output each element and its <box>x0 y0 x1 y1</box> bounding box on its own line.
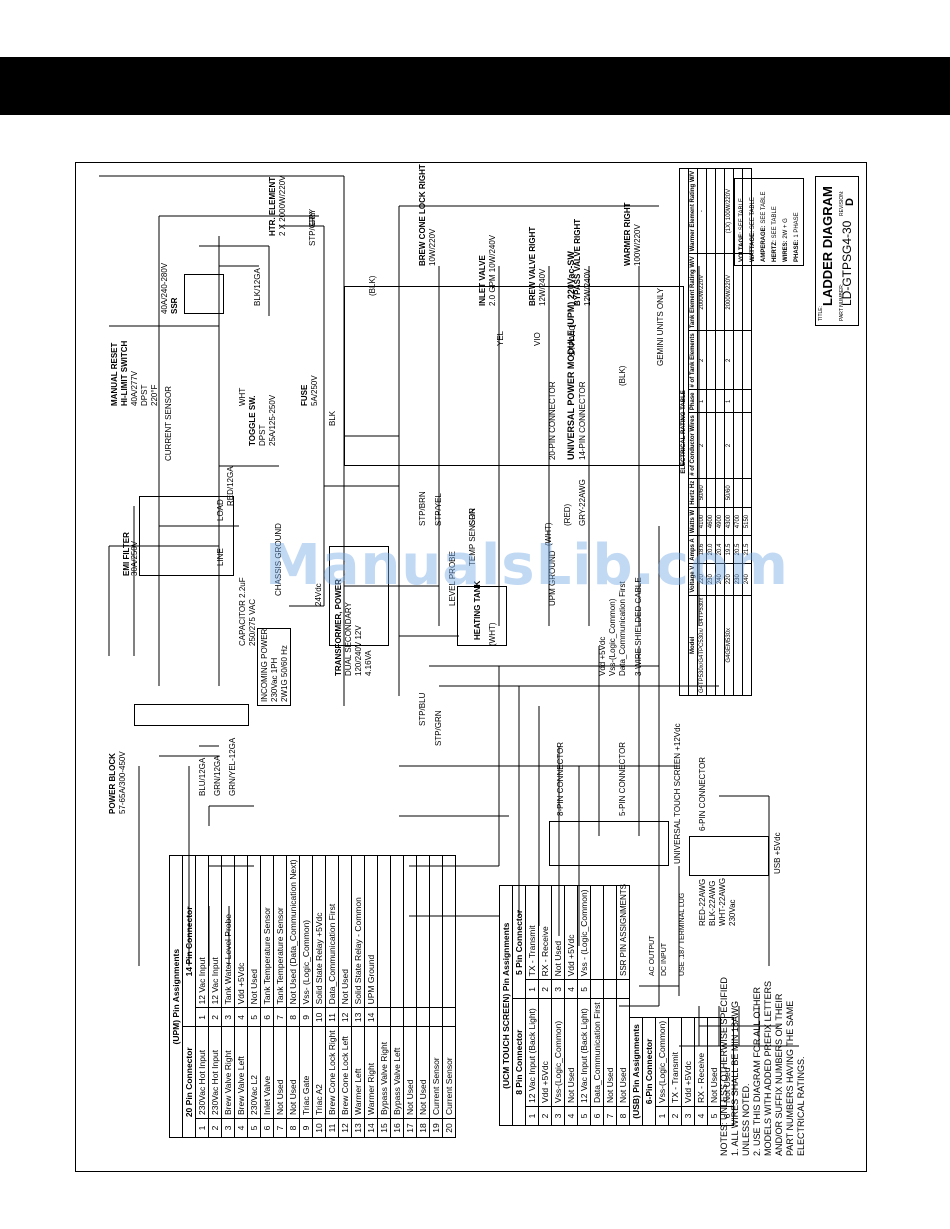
pin-function: Vdd +5Vdc <box>538 998 552 1107</box>
pin-function: 12 Vac Input (Back Light) <box>577 998 591 1107</box>
note-2e: ELECTRICAL RATINGS. <box>796 1056 806 1156</box>
pin-number: 3 <box>551 979 565 999</box>
usb-6pin-header: 6-Pin Connector <box>642 1017 656 1126</box>
pin-function: Vss - (Logic_Common) <box>577 885 591 980</box>
pin-function: Not Used <box>603 998 617 1107</box>
pin-number: 2 <box>668 1106 682 1126</box>
ucm-pin-title: (UCM TOUCH SCREEN) Pin Assignments <box>499 885 513 1126</box>
pin-number: 2 <box>538 979 552 999</box>
empty-cell <box>590 979 604 999</box>
pin-number: 5 <box>577 979 591 999</box>
note-2b: MODELS WITH ADDED PREFIX LETTERS <box>763 980 773 1156</box>
pin-number: 7 <box>603 1106 617 1126</box>
note-1a: 1. ALL WIRES SHALL BE MIN 18AWG <box>730 1000 740 1156</box>
terminal-lug-label: USE .187 TERMINAL LUG <box>679 892 686 976</box>
pin-function: RX - Receive <box>694 1017 708 1107</box>
notes-heading: NOTES: UNLESS OTHERWISE SPECIFIED <box>719 977 729 1156</box>
pin-number: 4 <box>564 1106 578 1126</box>
pin-function: TX - Transmit <box>525 885 539 980</box>
watermark: ManualsLib.com <box>265 533 789 598</box>
empty-cell <box>616 979 630 999</box>
pin-number: 8 <box>616 1106 630 1126</box>
ladder-diagram: POWER BLOCK 57-65A/300-450V INCOMING POW… <box>79 164 863 1166</box>
pin-function: Vdd +5Vdc <box>564 885 578 980</box>
pin-function: Vss-(Logic_Common) <box>655 1017 669 1107</box>
pin-number: 5 <box>577 1106 591 1126</box>
header-bar <box>0 57 950 115</box>
wiring-diagram-svg <box>99 175 799 1047</box>
ac-output-label: AC OUTPUT <box>649 935 656 976</box>
notes-block: NOTES: UNLESS OTHERWISE SPECIFIED 1. ALL… <box>719 977 807 1156</box>
ssr-pin-label: SSR PIN ASSIGNMENTS <box>619 883 628 976</box>
pin-function: TX - Transmit <box>668 1017 682 1107</box>
pin-number: 6 <box>590 1106 604 1126</box>
dc-input-label: DC INPUT <box>661 942 668 976</box>
usb-pin-title: (USB) Pin Assignments <box>629 1017 643 1126</box>
pin-number: 4 <box>694 1106 708 1126</box>
pin-number: 2 <box>538 1106 552 1126</box>
empty-cell <box>603 885 617 980</box>
ucm-8pin-header: 8 Pin Connector <box>512 998 526 1126</box>
pin-function: Vdd +5Vdc <box>681 1017 695 1107</box>
pin-number: 1 <box>525 979 539 999</box>
ucm-pin-table: (UCM TOUCH SCREEN) Pin Assignments 8 Pin… <box>499 885 630 1126</box>
pin-number: 4 <box>564 979 578 999</box>
note-2d: PART NUMBERS HAVING THE SAME <box>785 1000 795 1156</box>
pin-number: 1 <box>655 1106 669 1126</box>
pin-number: 1 <box>525 1106 539 1126</box>
pin-number: 3 <box>681 1106 695 1126</box>
pin-number: 3 <box>551 1106 565 1126</box>
pin-function: Data_Communication First <box>590 998 604 1107</box>
note-1b: UNLESS NOTED. <box>741 1083 751 1156</box>
drawing-sheet <box>75 162 867 1172</box>
pin-function: Vss-(Logic_Common) <box>551 998 565 1107</box>
note-2c: AND/OR SUFFIX NUMBERS ON THEIR <box>774 993 784 1156</box>
pin-function: Not Used <box>551 885 565 980</box>
ucm-5pin-header: 5 Pin Connector <box>512 885 526 999</box>
pin-function: Not Used <box>564 998 578 1107</box>
empty-cell <box>590 885 604 980</box>
note-2a: 2. USE THIS DIAGRAM FOR ALL OTHER <box>752 986 762 1156</box>
empty-cell <box>603 979 617 999</box>
pin-function: Not Used <box>616 998 630 1107</box>
pin-function: 12 Vac Input (Back Light) <box>525 998 539 1107</box>
pin-function: RX - Receive <box>538 885 552 980</box>
